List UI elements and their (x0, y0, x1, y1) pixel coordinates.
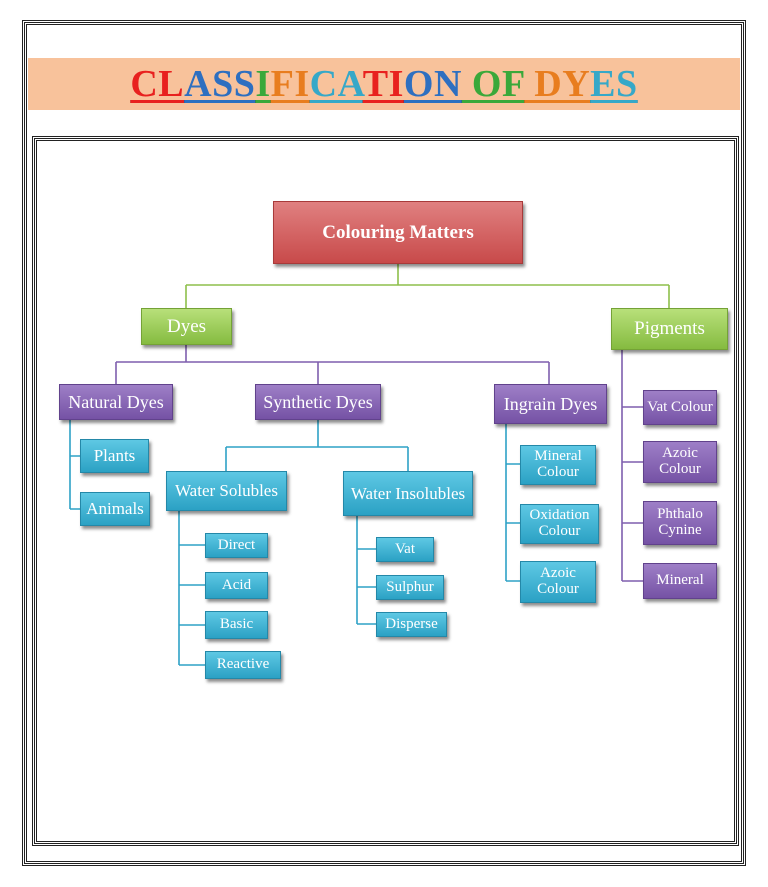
node-water-solubles: Water Solubles (166, 471, 287, 511)
node-colouring-matters: Colouring Matters (273, 201, 523, 264)
node-phthalo-cynine: Phthalo Cynine (643, 501, 717, 545)
synthetic-connectors (225, 420, 409, 471)
node-basic: Basic (205, 611, 268, 639)
node-acid: Acid (205, 572, 268, 599)
node-oxidation-colour: Oxidation Colour (520, 504, 599, 544)
node-ingrain-dyes: Ingrain Dyes (494, 384, 607, 424)
diagram-border-outer (32, 136, 739, 846)
dyes-connectors (115, 345, 550, 384)
title-segment: DY (524, 63, 591, 105)
node-mineral: Mineral (643, 563, 717, 599)
insoluble-connectors (356, 516, 376, 625)
soluble-connectors (178, 511, 205, 666)
node-mineral-colour: Mineral Colour (520, 445, 596, 485)
title-segment: I (255, 63, 271, 105)
ingrain-connectors (505, 424, 520, 582)
title-segment: FI (270, 63, 310, 105)
page-border-inner (26, 24, 742, 862)
node-reactive: Reactive (205, 651, 281, 679)
node-animals: Animals (80, 492, 150, 526)
node-direct: Direct (205, 533, 268, 558)
node-synthetic-dyes: Synthetic Dyes (255, 384, 381, 420)
title-segment: ON (403, 63, 462, 105)
pigment-connectors (621, 350, 643, 582)
node-azoic-colour: Azoic Colour (520, 561, 596, 603)
node-water-insolubles: Water Insolubles (343, 471, 473, 516)
title-segment: OF (461, 63, 525, 105)
node-pigments: Pigments (611, 308, 728, 350)
title-segment: CA (309, 63, 363, 105)
title-segment: CL (130, 63, 185, 105)
node-pigment-azoic-colour: Azoic Colour (643, 441, 717, 483)
title-band: CLASSIFICATION OF DYES (28, 58, 740, 110)
node-natural-dyes: Natural Dyes (59, 384, 173, 420)
diagram-border-inner (36, 140, 735, 842)
node-dyes: Dyes (141, 308, 232, 345)
page-title: CLASSIFICATION OF DYES (28, 58, 740, 110)
node-plants: Plants (80, 439, 149, 473)
natural-connectors (69, 420, 80, 510)
node-vat-colour: Vat Colour (643, 390, 717, 425)
node-vat: Vat (376, 537, 434, 562)
page-border-outer (22, 20, 746, 866)
title-segment: ES (590, 63, 638, 105)
node-disperse: Disperse (376, 612, 447, 637)
node-sulphur: Sulphur (376, 575, 444, 600)
title-segment: TI (362, 63, 404, 105)
title-segment: ASS (184, 63, 256, 105)
root-connectors (185, 264, 670, 308)
